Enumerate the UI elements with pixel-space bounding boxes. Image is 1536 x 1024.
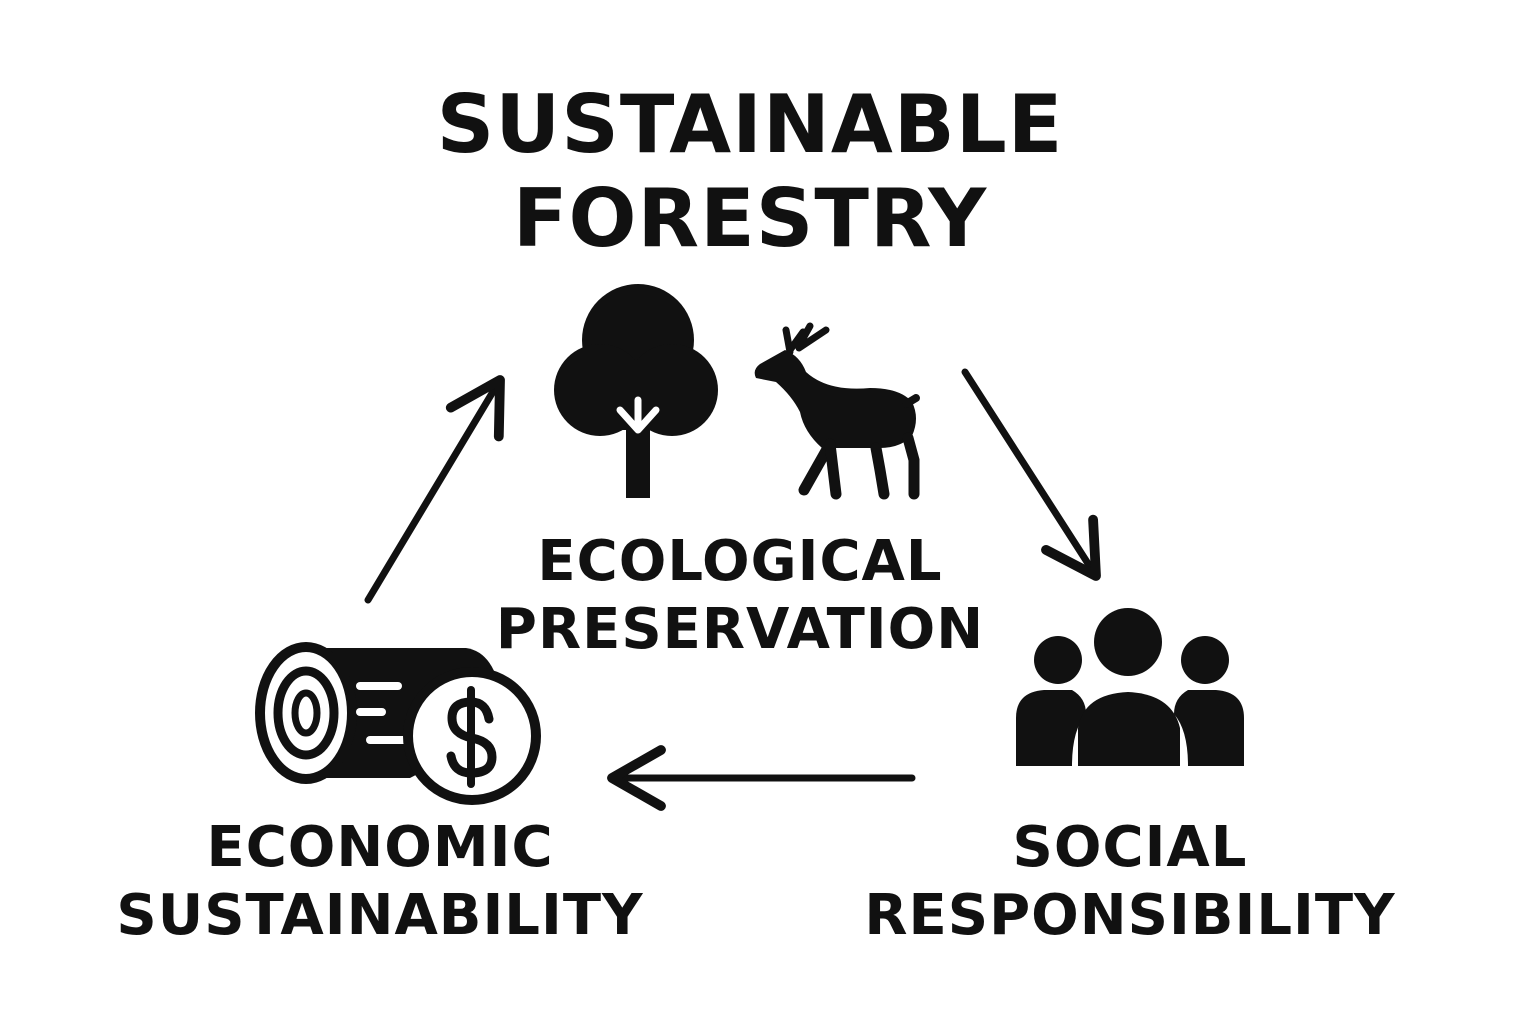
social-line-2: RESPONSIBILITY — [864, 883, 1396, 948]
diagram-title: SUSTAINABLE FORESTRY — [0, 78, 1500, 266]
economic-line-1: ECONOMIC — [206, 815, 554, 880]
dollar-coin-icon — [403, 667, 541, 805]
tree-icon — [554, 284, 718, 498]
title-line-1: SUSTAINABLE — [436, 78, 1064, 171]
deer-icon — [754, 322, 920, 500]
social-line-1: SOCIAL — [1012, 815, 1248, 880]
people-group-icon — [1016, 608, 1244, 766]
node-label-social: SOCIAL RESPONSIBILITY — [850, 814, 1410, 950]
arrow-economic-to-ecological — [364, 375, 505, 604]
title-line-2: FORESTRY — [512, 172, 988, 265]
arrow-ecological-to-social — [961, 368, 1101, 581]
node-label-ecological: ECOLOGICAL PRESERVATION — [480, 528, 1000, 664]
node-label-economic: ECONOMIC SUSTAINABILITY — [80, 814, 680, 950]
ecological-line-1: ECOLOGICAL — [537, 529, 943, 594]
ecological-line-2: PRESERVATION — [495, 597, 985, 662]
economic-line-2: SUSTAINABILITY — [116, 883, 644, 948]
